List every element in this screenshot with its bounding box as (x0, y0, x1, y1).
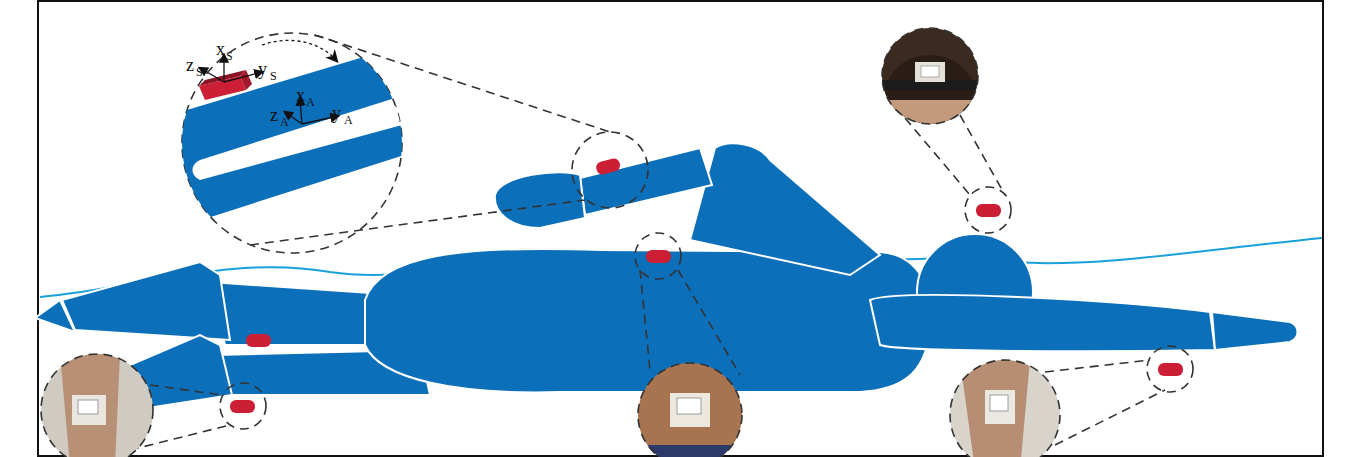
axis-label: x (296, 86, 305, 104)
axis-label: z (270, 106, 278, 124)
axis-subscript: S (270, 70, 277, 82)
axis-subscript: S (196, 66, 203, 78)
axis-subscript: S (226, 50, 233, 62)
axis-subscript: A (280, 116, 289, 128)
axis-subscript: A (344, 114, 353, 126)
axis-label: x (216, 40, 225, 58)
axis-label: y (332, 104, 341, 122)
axis-subscript: A (306, 96, 315, 108)
axis-label: y (258, 60, 267, 78)
axis-label: z (186, 56, 194, 74)
